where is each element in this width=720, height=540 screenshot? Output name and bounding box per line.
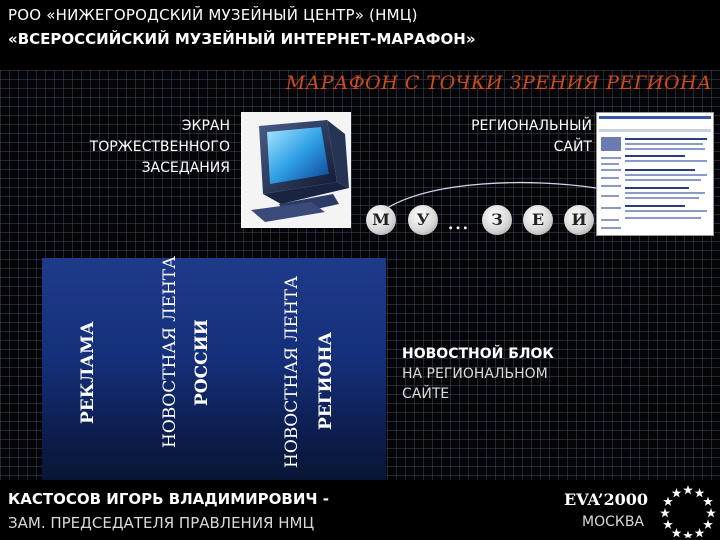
- screen-label-line: ТОРЖЕСТВЕННОГО: [89, 139, 230, 155]
- russia-news-label-line2: РОССИИ: [192, 319, 212, 406]
- letter-circle-u: У: [408, 205, 438, 235]
- news-block-line: НА РЕГИОНАЛЬНОМ: [402, 366, 548, 382]
- region-news-label-line1: НОВОСТНАЯ ЛЕНТА: [282, 275, 302, 468]
- crt-monitor-icon: [241, 112, 351, 228]
- footer: КАСТОСОВ ИГОРЬ ВЛАДИМИРОВИЧ - ЗАМ. ПРЕДС…: [0, 480, 720, 540]
- russia-news-label-line1: НОВОСТНАЯ ЛЕНТА: [160, 255, 180, 448]
- speaker-role: ЗАМ. ПРЕДСЕДАТЕЛЯ ПРАВЛЕНИЯ НМЦ: [8, 514, 315, 532]
- organization-title: РОО «НИЖЕГОРОДСКИЙ МУЗЕЙНЫЙ ЦЕНТР» (НМЦ): [8, 6, 418, 24]
- region-news-label-line2: РЕГИОНА: [316, 331, 336, 430]
- news-block-line: САЙТЕ: [402, 386, 450, 402]
- letter-circle-i: И: [564, 205, 594, 235]
- event-name: EVA’2000: [564, 490, 648, 509]
- screen-label-line: ЭКРАН: [181, 118, 230, 134]
- news-block: НОВОСТНОЙ БЛОК НА РЕГИОНАЛЬНОМ САЙТЕ: [402, 344, 554, 404]
- letter-circle-m: М: [366, 205, 396, 235]
- regional-site-thumbnail: [596, 112, 714, 236]
- eu-stars-icon: [660, 485, 716, 538]
- region-news-column: НОВОСТНАЯ ЛЕНТА РЕГИОНА: [260, 258, 386, 480]
- speaker-name: КАСТОСОВ ИГОРЬ ВЛАДИМИРОВИЧ -: [8, 490, 329, 508]
- slide-subtitle: МАРАФОН С ТОЧКИ ЗРЕНИЯ РЕГИОНА: [285, 72, 712, 94]
- event-city: МОСКВА: [582, 514, 644, 530]
- news-block-title: НОВОСТНОЙ БЛОК: [402, 346, 554, 362]
- regional-site-label: РЕГИОНАЛЬНЫЙ САЙТ: [380, 116, 592, 158]
- letter-circle-e: Е: [523, 205, 553, 235]
- russia-news-column: НОВОСТНАЯ ЛЕНТА РОССИИ: [134, 255, 260, 480]
- advertising-label: РЕКЛАМА: [78, 321, 98, 424]
- screen-label-line: ЗАСЕДАНИЯ: [141, 160, 230, 176]
- site-label-line: РЕГИОНАЛЬНЫЙ: [471, 118, 592, 134]
- letters-ellipsis: …: [447, 210, 469, 235]
- site-label-line: САЙТ: [553, 139, 592, 155]
- screen-label: ЭКРАН ТОРЖЕСТВЕННОГО ЗАСЕДАНИЯ: [40, 116, 230, 179]
- project-title: «ВСЕРОССИЙСКИЙ МУЗЕЙНЫЙ ИНТЕРНЕТ-МАРАФОН…: [8, 30, 476, 48]
- header: РОО «НИЖЕГОРОДСКИЙ МУЗЕЙНЫЙ ЦЕНТР» (НМЦ)…: [0, 0, 720, 68]
- letter-circle-z: З: [482, 205, 512, 235]
